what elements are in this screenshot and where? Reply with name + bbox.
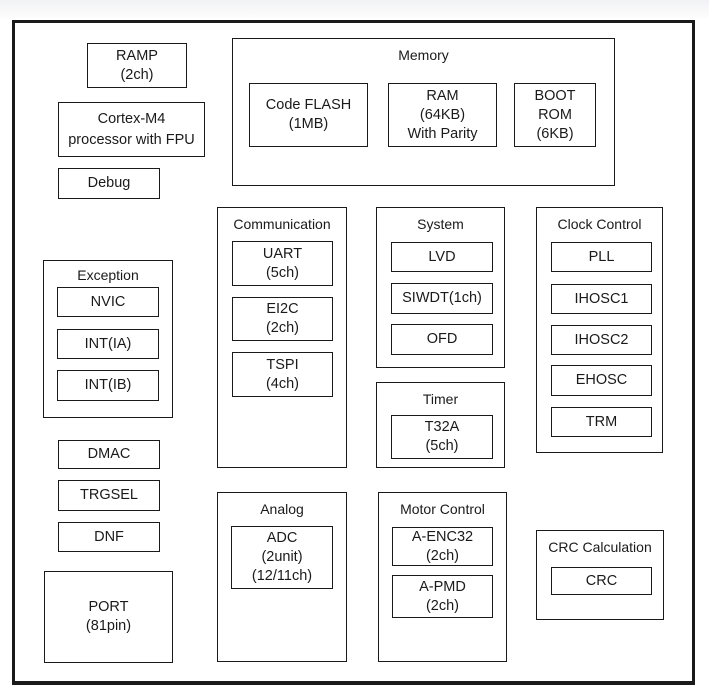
block-ofd: OFD [391, 324, 493, 355]
block-pll: PLL [551, 242, 652, 272]
group-analog-title: Analog [260, 501, 304, 517]
top-fade-strip [0, 0, 709, 18]
group-exception: Exception NVIC INT(IA) INT(IB) [43, 260, 173, 418]
block-dnf: DNF [58, 522, 160, 552]
block-trm: TRM [551, 407, 652, 437]
block-int-ia: INT(IA) [57, 329, 159, 359]
block-uart: UART (5ch) [232, 241, 333, 286]
block-crc: CRC [551, 567, 652, 595]
block-a-pmd: A-PMD (2ch) [392, 575, 493, 618]
group-timer-title: Timer [422, 391, 459, 407]
group-clock-control-title: Clock Control [557, 216, 642, 232]
group-communication-title: Communication [233, 216, 331, 232]
block-ihosc2: IHOSC2 [551, 325, 652, 355]
block-tspi: TSPI (4ch) [232, 352, 333, 397]
group-motor-control-title: Motor Control [400, 501, 485, 517]
block-code-flash: Code FLASH (1MB) [249, 83, 368, 147]
group-clock-control: Clock Control PLL IHOSC1 IHOSC2 EHOSC TR… [536, 207, 663, 453]
block-int-ib: INT(IB) [57, 370, 159, 401]
block-boot-rom: BOOT ROM (6KB) [514, 83, 596, 147]
block-lvd: LVD [391, 242, 493, 272]
chip-boundary: RAMP (2ch) Cortex-M4 processor with FPU … [12, 20, 695, 685]
block-siwdt: SIWDT(1ch) [391, 283, 493, 314]
group-memory: Memory Code FLASH (1MB) RAM (64KB) With … [232, 38, 615, 186]
block-nvic: NVIC [57, 287, 159, 317]
group-crc-calculation: CRC Calculation CRC [536, 530, 664, 620]
group-communication: Communication UART (5ch) EI2C (2ch) TSPI… [217, 207, 347, 468]
block-ei2c: EI2C (2ch) [232, 297, 333, 341]
block-ihosc1: IHOSC1 [551, 284, 652, 314]
block-ram: RAM (64KB) With Parity [388, 83, 497, 147]
block-a-enc32: A-ENC32 (2ch) [392, 527, 493, 566]
block-port: PORT (81pin) [44, 571, 173, 663]
block-debug: Debug [58, 168, 160, 199]
group-analog: Analog ADC (2unit) (12/11ch) [217, 492, 347, 662]
block-ramp: RAMP (2ch) [87, 43, 187, 88]
block-dmac: DMAC [58, 440, 160, 469]
group-crc-calculation-title: CRC Calculation [548, 539, 652, 555]
block-ehosc: EHOSC [551, 365, 652, 396]
block-trgsel: TRGSEL [58, 480, 160, 511]
group-exception-title: Exception [77, 267, 139, 283]
block-t32a: T32A (5ch) [391, 415, 493, 459]
group-memory-title: Memory [398, 47, 449, 63]
block-cortex-m4: Cortex-M4 processor with FPU [58, 102, 205, 157]
block-adc: ADC (2unit) (12/11ch) [231, 526, 333, 589]
group-timer: Timer T32A (5ch) [376, 382, 505, 468]
group-system: System LVD SIWDT(1ch) OFD [376, 207, 505, 368]
group-system-title: System [417, 216, 464, 232]
group-motor-control: Motor Control A-ENC32 (2ch) A-PMD (2ch) [378, 492, 507, 662]
